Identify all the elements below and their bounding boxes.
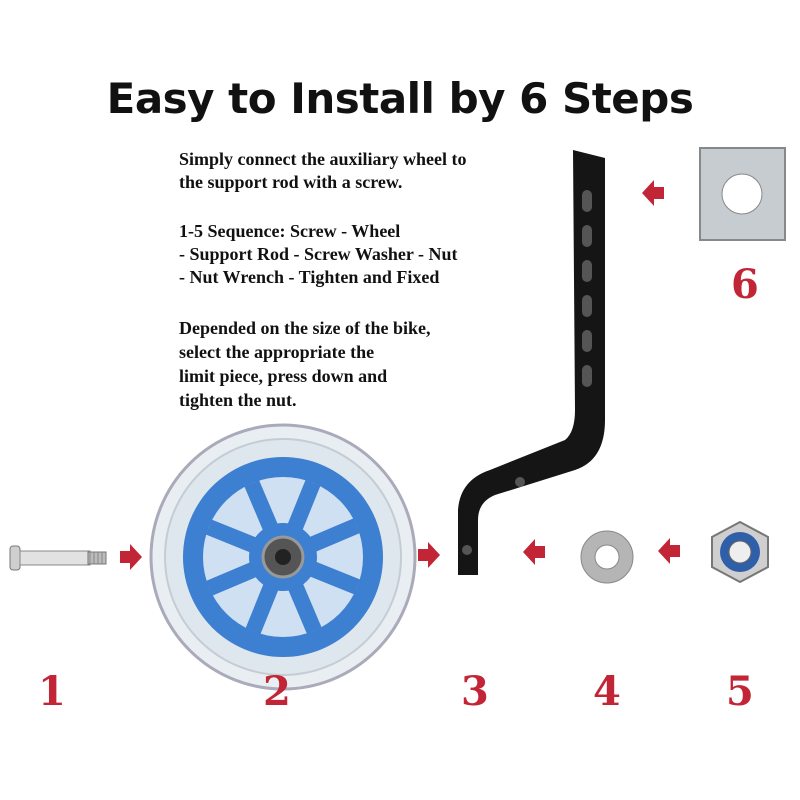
support-rod-part — [458, 150, 605, 575]
desc-line: tighten the nut. — [179, 390, 297, 410]
desc-line: limit piece, press down and — [179, 366, 388, 386]
step-number-1: 1 — [38, 668, 66, 715]
desc-line: the support rod with a screw. — [179, 172, 403, 192]
arrow-left-icon — [642, 180, 664, 206]
arrow-right-icon — [120, 544, 142, 570]
arrow-left-icon — [523, 539, 545, 565]
screw-part — [9, 545, 107, 571]
step-number-6: 6 — [731, 261, 759, 308]
step-number-3: 3 — [461, 668, 489, 715]
description-paragraph-3: Depended on the size of the bike, select… — [179, 316, 431, 412]
step-number-4: 4 — [593, 668, 621, 715]
step-number-2: 2 — [263, 668, 291, 715]
page-title: Easy to Install by 6 Steps — [106, 74, 694, 123]
desc-line: Depended on the size of the bike, — [179, 318, 431, 338]
desc-line: 1-5 Sequence: Screw - Wheel — [179, 221, 401, 241]
step-number-5: 5 — [726, 668, 754, 715]
wheel-part — [149, 423, 417, 691]
arrows — [120, 180, 680, 570]
arrow-left-icon — [658, 538, 680, 564]
desc-line: select the appropriate the — [179, 342, 375, 362]
nut-part — [711, 520, 769, 584]
desc-line: Simply connect the auxiliary wheel to — [179, 149, 467, 169]
desc-line: - Support Rod - Screw Washer - Nut — [179, 244, 458, 264]
arrow-right-icon — [418, 542, 440, 568]
limit-plate-part — [699, 147, 786, 241]
washer-part — [580, 530, 634, 584]
description-paragraph-2: 1-5 Sequence: Screw - Wheel - Support Ro… — [179, 220, 458, 289]
description-paragraph-1: Simply connect the auxiliary wheel to th… — [179, 148, 466, 194]
desc-line: - Nut Wrench - Tighten and Fixed — [179, 267, 440, 287]
